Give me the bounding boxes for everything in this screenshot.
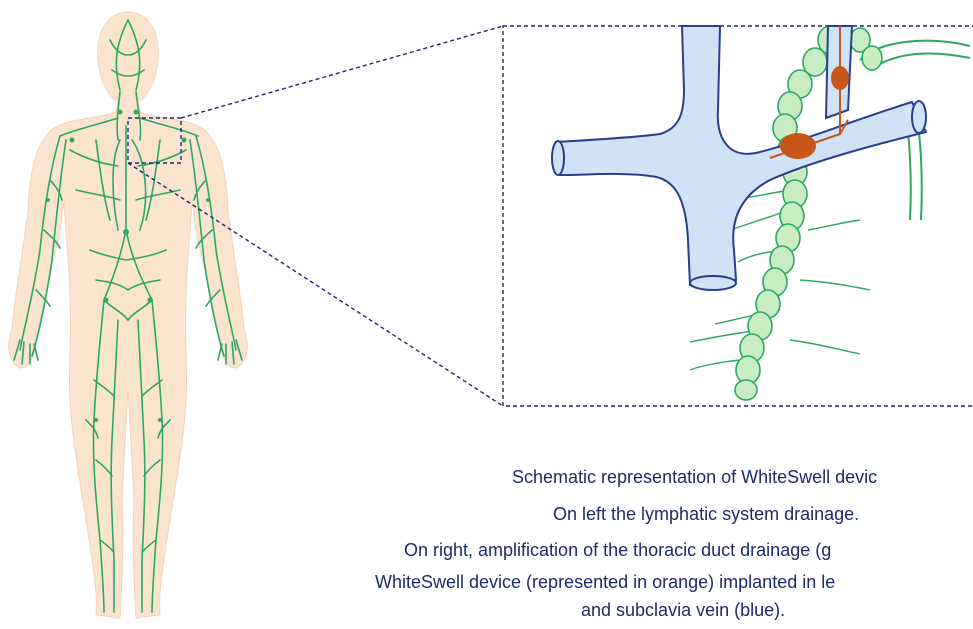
body-silhouette-icon — [9, 12, 248, 618]
inset-frame — [503, 26, 973, 406]
body-figure — [9, 12, 248, 618]
thoracic-duct-inset — [503, 26, 973, 406]
